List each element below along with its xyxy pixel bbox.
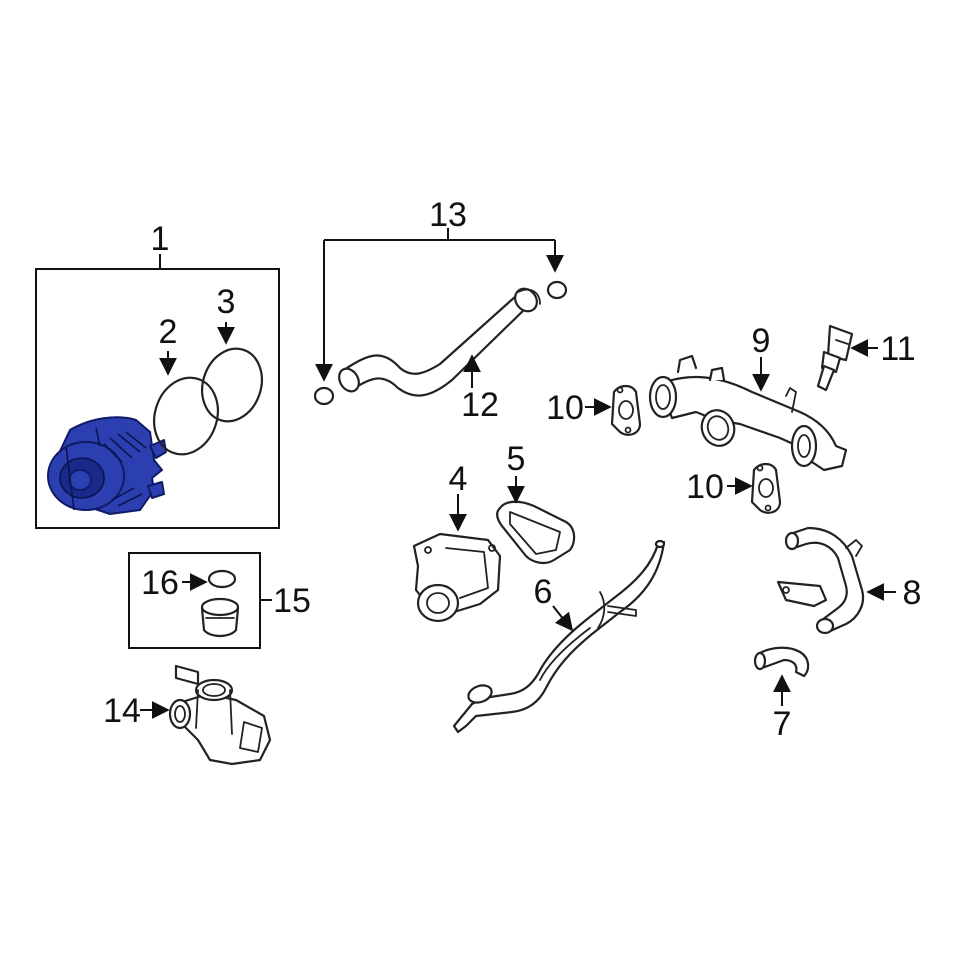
callout-8[interactable]: 8 [903,574,922,612]
callout-1[interactable]: 1 [151,220,170,258]
gasket-10-upper[interactable] [610,384,642,436]
callout-7[interactable]: 7 [773,705,792,743]
temperature-sensor-11[interactable] [816,324,854,392]
callout-9[interactable]: 9 [752,322,771,360]
callout-3[interactable]: 3 [217,283,236,321]
o-ring-16[interactable] [207,569,237,589]
filler-cap[interactable] [200,597,240,638]
coolant-hose-12[interactable] [335,284,541,397]
callout-12[interactable]: 12 [461,386,499,424]
group-box-1 [35,254,280,529]
thermostat-gasket-5[interactable] [496,500,576,565]
coolant-pipe-9[interactable] [648,354,848,472]
callout-5[interactable]: 5 [507,440,526,478]
callout-2[interactable]: 2 [159,313,178,351]
bracket-13 [315,228,564,382]
callout-13[interactable]: 13 [429,196,467,234]
coolant-pipe-6[interactable] [452,539,666,734]
callout-15[interactable]: 15 [273,582,311,620]
o-ring-2[interactable] [144,369,227,462]
thermostat-housing-4[interactable] [412,532,502,623]
o-ring-13-right[interactable] [546,280,568,300]
bypass-pipe-8[interactable] [776,526,865,635]
o-ring-3[interactable] [193,341,271,429]
callout-4[interactable]: 4 [449,460,468,498]
water-pump[interactable] [47,416,167,515]
callout-14[interactable]: 14 [103,692,141,730]
gasket-10-lower[interactable] [750,462,782,514]
callout-6[interactable]: 6 [534,573,553,611]
hose-7[interactable] [753,646,810,678]
callout-10-lower[interactable]: 10 [686,468,724,506]
group-box-15 [128,552,272,649]
o-ring-13-left[interactable] [313,386,335,406]
callout-10-upper[interactable]: 10 [546,389,584,427]
callout-16[interactable]: 16 [141,564,179,602]
callout-11[interactable]: 11 [880,330,915,368]
coolant-flange-14[interactable] [168,664,272,766]
